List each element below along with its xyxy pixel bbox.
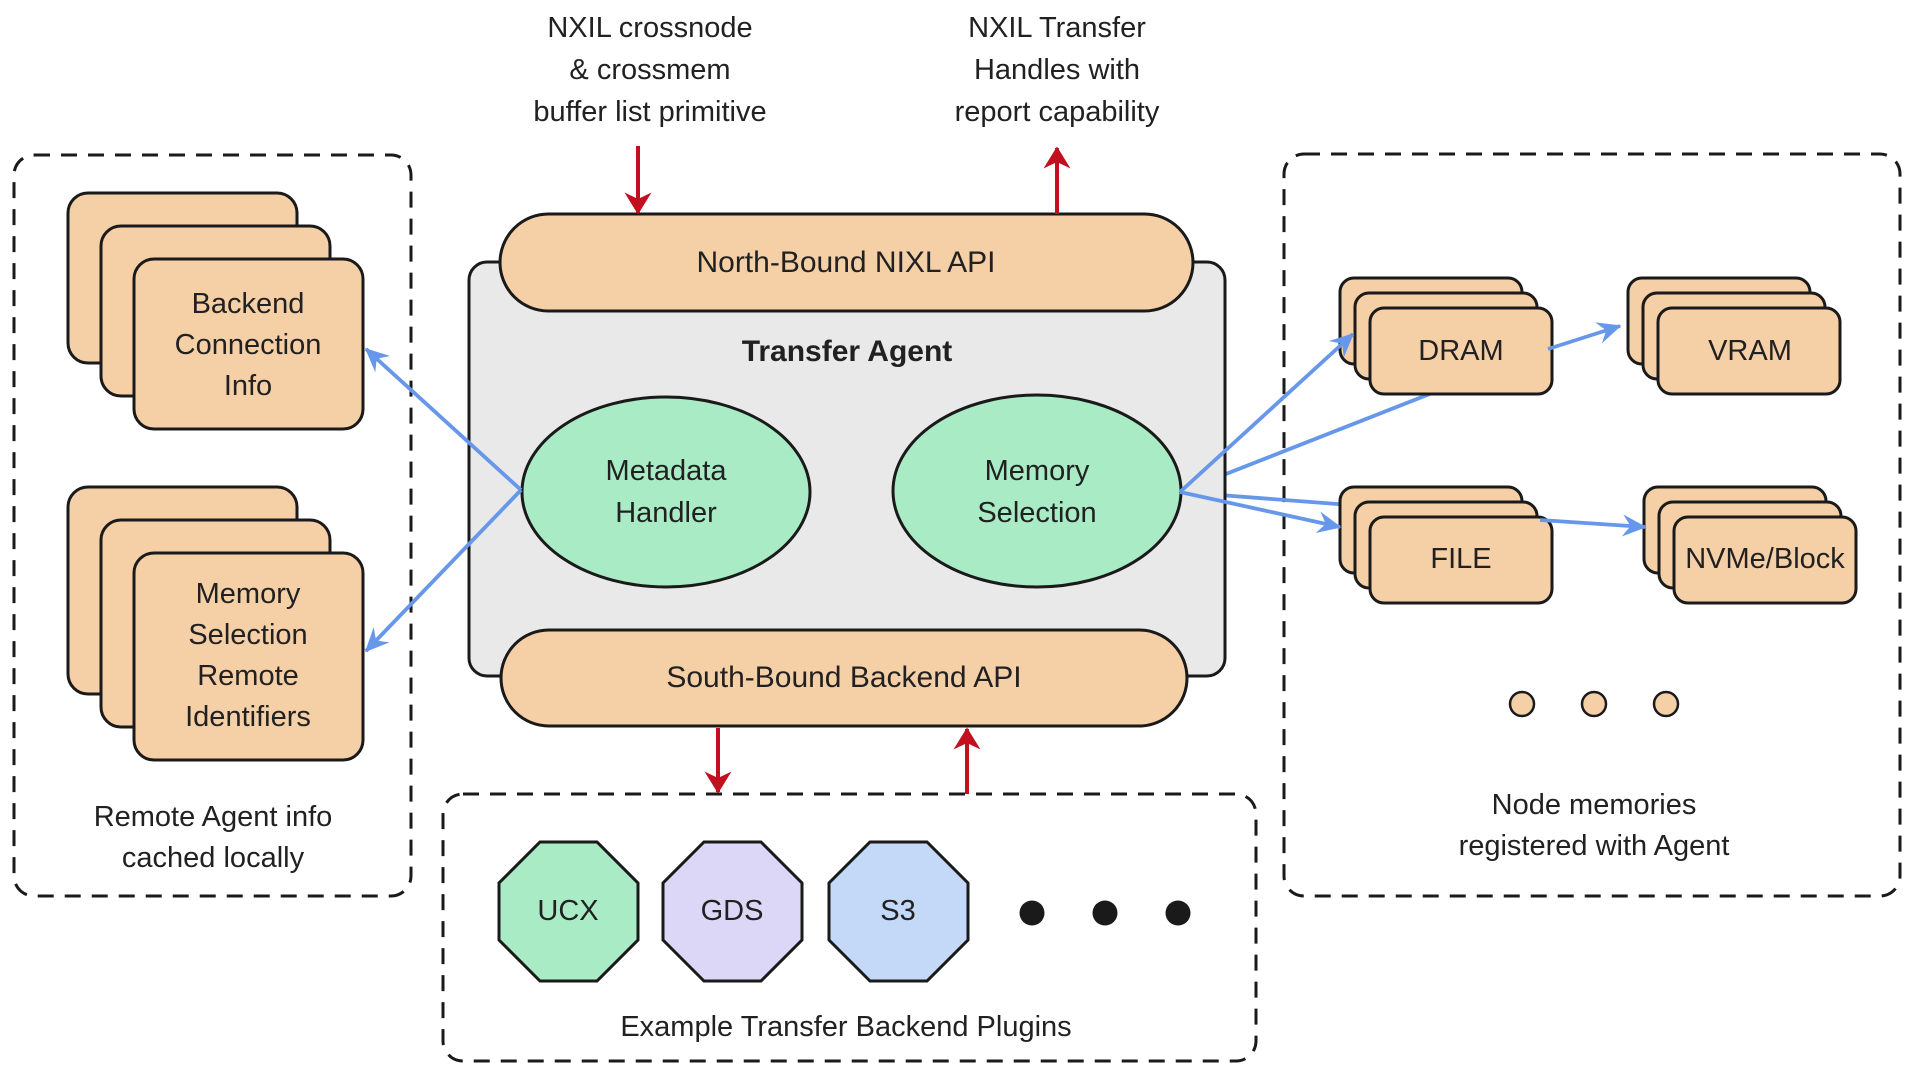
- node-memories-caption: Node memories registered with Agent: [1458, 789, 1730, 862]
- dram-label: DRAM: [1418, 335, 1504, 367]
- plugins-ellipsis-dot-3: [1165, 900, 1191, 926]
- north-bound-api-label: North-Bound NIXL API: [696, 246, 996, 279]
- s3-label: S3: [880, 895, 916, 927]
- memory-selection-card-front: [132, 551, 365, 762]
- transfer-agent-title: Transfer Agent: [741, 335, 953, 368]
- remote-cache-caption: Remote Agent info cached locally: [93, 801, 333, 874]
- node-memories-ellipsis-dot-2: [1580, 690, 1608, 718]
- vram-label: VRAM: [1708, 335, 1792, 367]
- backend-connection-card-label: Backend Connection Info: [174, 288, 322, 402]
- note-line: report capability: [954, 96, 1160, 128]
- arrow-memory-to-dram: [1178, 332, 1355, 494]
- note-line: buffer list primitive: [533, 96, 767, 128]
- south-bound-api-pill: [499, 628, 1189, 728]
- plugins-ellipsis-dot-2: [1092, 900, 1118, 926]
- backend-connection-card-stack: [66, 191, 365, 431]
- node-memories-ellipsis-dot-3: [1652, 690, 1680, 718]
- metadata-handler-ellipse: [520, 395, 812, 589]
- note-line: Handles with: [973, 54, 1141, 86]
- note-transfer-handles: NXIL Transfer Handles with report capabi…: [807, 7, 1307, 133]
- nvme-card-front: [1672, 515, 1858, 605]
- memory-selection-label: Memory Selection: [977, 455, 1097, 529]
- plugins-dashed-box: [441, 792, 1258, 1063]
- arrow-metadata-to-memory-selection-card: [364, 488, 523, 653]
- plugins-caption: Example Transfer Backend Plugins: [620, 1011, 1072, 1043]
- dram-card-front: [1368, 306, 1554, 396]
- node-memories-ellipsis-dot-1: [1508, 690, 1536, 718]
- dram-card-stack: [1338, 276, 1554, 396]
- ucx-label: UCX: [537, 895, 599, 927]
- note-line: NXIL Transfer: [968, 12, 1146, 44]
- remote-cache-dashed-box: [12, 153, 413, 898]
- arrow-metadata-to-backend-connection: [364, 347, 523, 492]
- arrow-file-to-nvme: [1539, 514, 1647, 537]
- backend-connection-card-front: [132, 257, 365, 431]
- file-card-front: [1368, 515, 1554, 605]
- node-memories-dashed-box: [1282, 152, 1902, 898]
- metadata-handler-label: Metadata Handler: [605, 455, 727, 529]
- memory-selection-card-label: Memory Selection Remote Identifiers: [185, 578, 311, 733]
- note-crossnode-buffer: NXIL crossnode & crossmem buffer list pr…: [400, 7, 900, 133]
- gds-octagon: [661, 840, 804, 983]
- north-bound-api-pill: [498, 212, 1195, 313]
- gds-label: GDS: [700, 895, 764, 927]
- arrow-memory-to-file: [1179, 490, 1342, 533]
- nvme-label: NVMe/Block: [1685, 543, 1845, 575]
- s3-octagon: [827, 840, 970, 983]
- note-line: NXIL crossnode: [547, 12, 753, 44]
- memory-selection-card-stack: [66, 485, 365, 762]
- nvme-card-stack: [1642, 485, 1858, 605]
- file-card-stack: [1338, 485, 1554, 605]
- vram-card-front: [1656, 306, 1842, 396]
- note-line: & crossmem: [569, 54, 731, 86]
- file-label: FILE: [1430, 543, 1492, 575]
- south-bound-api-label: South-Bound Backend API: [666, 661, 1022, 694]
- plugins-ellipsis-dot-1: [1019, 900, 1045, 926]
- ucx-octagon: [497, 840, 640, 983]
- arrow-dram-to-vram: [1547, 322, 1622, 351]
- vram-card-stack: [1626, 276, 1842, 396]
